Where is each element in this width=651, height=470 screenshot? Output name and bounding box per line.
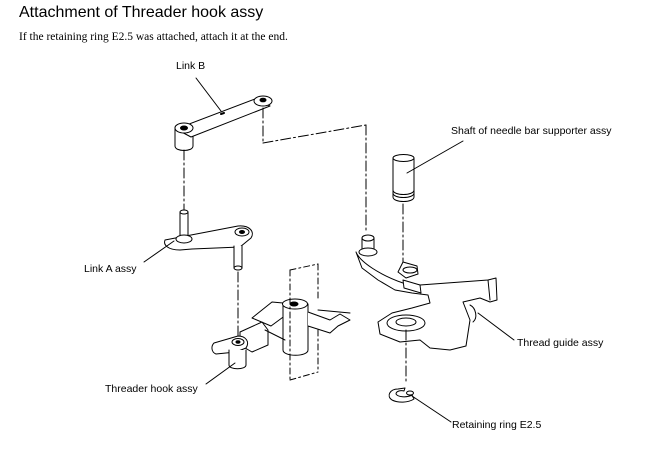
page-title: Attachment of Threader hook assy bbox=[19, 4, 264, 21]
label-thread-guide: Thread guide assy bbox=[517, 337, 604, 349]
label-link-b: Link B bbox=[176, 60, 206, 72]
label-shaft: Shaft of needle bar supporter assy bbox=[451, 125, 612, 137]
label-threader-hook: Threader hook assy bbox=[105, 383, 198, 395]
link-b-part bbox=[174, 95, 273, 151]
threader-hook-assy-part bbox=[211, 298, 351, 370]
link-a-assy-part bbox=[164, 209, 253, 271]
label-retaining-ring: Retaining ring E2.5 bbox=[452, 419, 542, 431]
dashed-bracket bbox=[289, 263, 319, 381]
shaft-part bbox=[392, 154, 415, 202]
leader-lines bbox=[143, 77, 515, 423]
label-link-a: Link A assy bbox=[84, 263, 137, 275]
retaining-ring-part bbox=[388, 387, 415, 403]
thread-guide-assy-part bbox=[355, 234, 498, 351]
instruction-text: If the retaining ring E2.5 was attached,… bbox=[19, 31, 288, 43]
assembly-lines bbox=[183, 107, 407, 385]
